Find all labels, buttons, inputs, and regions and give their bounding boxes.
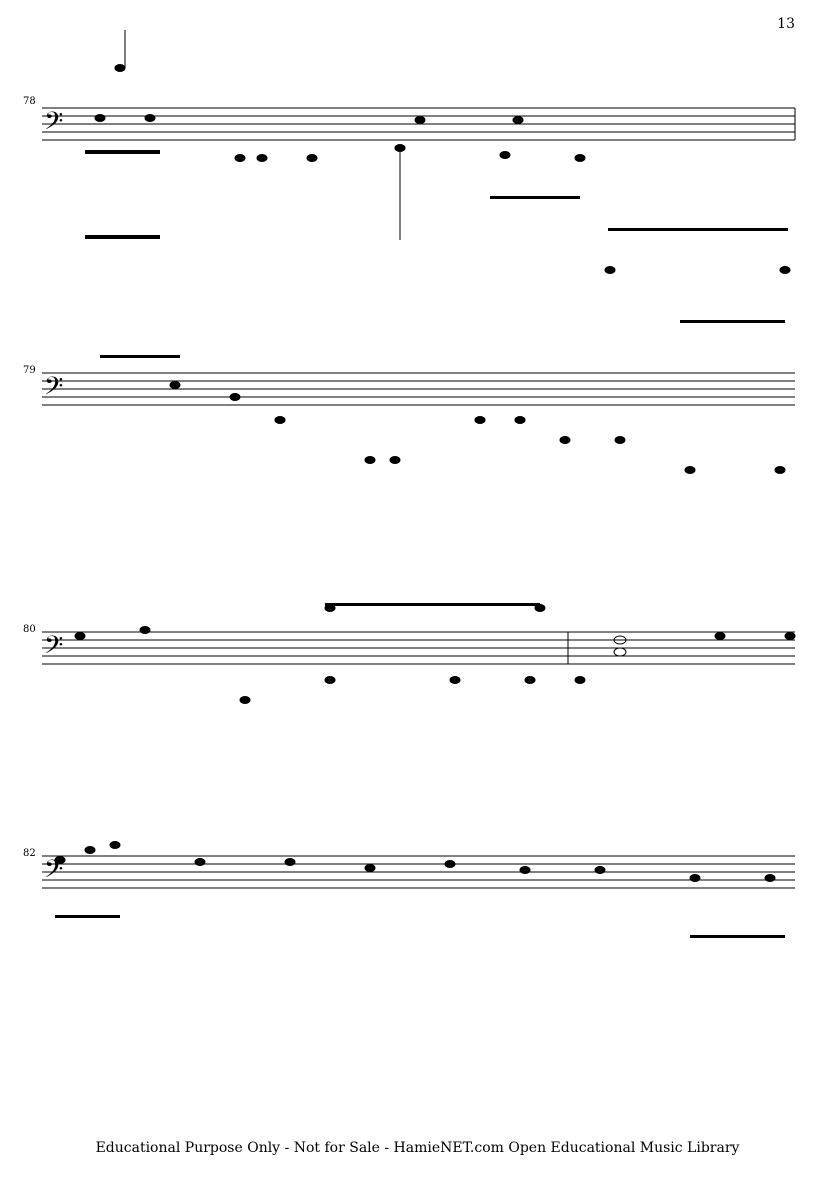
staff-system-4 [42,855,795,889]
footer-text: Educational Purpose Only - Not for Sale … [95,1140,740,1156]
page-number: 13 [777,16,795,32]
measure-number-78: 78 [23,96,36,107]
notes-system-2 [100,320,786,474]
notes-system-4 [54,841,785,938]
measure-number-80: 80 [23,624,36,635]
bass-clef-icon: 𝄢 [44,372,63,407]
staff-system-3 [42,631,795,665]
staff-system-1 [42,107,796,141]
bass-clef-icon: 𝄢 [44,631,63,666]
measure-number-79: 79 [23,365,36,376]
staff-system-2 [42,372,795,406]
notes-system-1 [85,30,791,274]
notes-system-3 [74,603,796,704]
bass-clef-icon: 𝄢 [44,107,63,142]
measure-number-82: 82 [23,848,36,859]
